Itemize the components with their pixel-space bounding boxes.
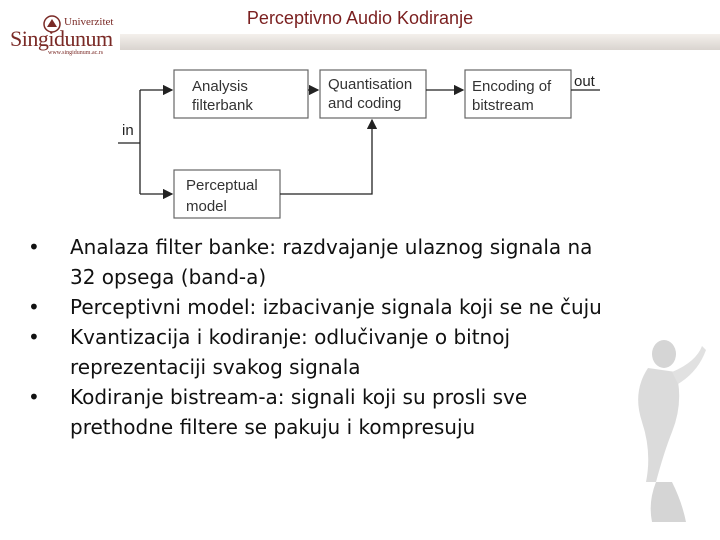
encoding-box	[464, 69, 572, 119]
quantisation-box	[319, 69, 427, 119]
bullet-text: Perceptivni model: izbacivanje signala k…	[70, 295, 602, 319]
logo-url-text: www.singidunum.ac.rs	[48, 50, 104, 56]
bullet-text: Kodiranje bistream-a: signali koji su pr…	[70, 385, 528, 409]
bullet-dot-icon: •	[28, 295, 40, 319]
perceptual-line1: Perceptual	[186, 177, 258, 194]
bullet-list: • Analaza filter banke: razdvajanje ulaz…	[28, 232, 688, 442]
block-diagram: Analysis filterbank Quantisation and cod…	[118, 69, 600, 219]
bullet-text-cont: reprezentaciji svakog signala	[70, 355, 361, 379]
bullet-text: Kvantizacija i kodiranje: odlučivanje o …	[70, 325, 510, 349]
bullet-text-cont: prethodne filtere se pakuju i kompresuju	[70, 415, 476, 439]
output-label: out	[574, 73, 596, 90]
analysis-line2: filterbank	[192, 97, 253, 114]
input-label: in	[122, 122, 134, 139]
bullet-item: • Perceptivni model: izbacivanje signala…	[28, 292, 688, 322]
bullet-dot-icon: •	[28, 385, 40, 409]
bullet-dot-icon: •	[28, 325, 40, 349]
logo-main-text: Singidunum	[10, 26, 113, 51]
quantisation-line2: and coding	[328, 95, 401, 112]
encoding-line1: Encoding of	[472, 78, 552, 95]
bullet-dot-icon: •	[28, 235, 40, 259]
bullet-item: • Kodiranje bistream-a: signali koji su …	[28, 382, 688, 442]
statue-watermark-icon	[638, 340, 706, 522]
analysis-line1: Analysis	[192, 78, 248, 95]
header-bar	[120, 34, 720, 50]
arrow-perceptual-to-quant	[280, 118, 378, 195]
university-logo	[43, 15, 61, 33]
bullet-text: Analaza filter banke: razdvajanje ulazno…	[70, 235, 593, 259]
encoding-line2: bitstream	[472, 97, 534, 114]
analysis-filterbank-box	[173, 69, 309, 119]
bullet-item: • Analaza filter banke: razdvajanje ulaz…	[28, 232, 688, 292]
bullet-text-cont: 32 opsega (band-a)	[70, 265, 267, 289]
logo-top-text: Univerzitet	[64, 16, 114, 28]
perceptual-model-box	[173, 169, 281, 219]
quantisation-line1: Quantisation	[328, 76, 412, 93]
slide-title: Perceptivno Audio Kodiranje	[246, 8, 474, 28]
bullet-item: • Kvantizacija i kodiranje: odlučivanje …	[28, 322, 688, 382]
perceptual-line2: model	[186, 198, 227, 215]
